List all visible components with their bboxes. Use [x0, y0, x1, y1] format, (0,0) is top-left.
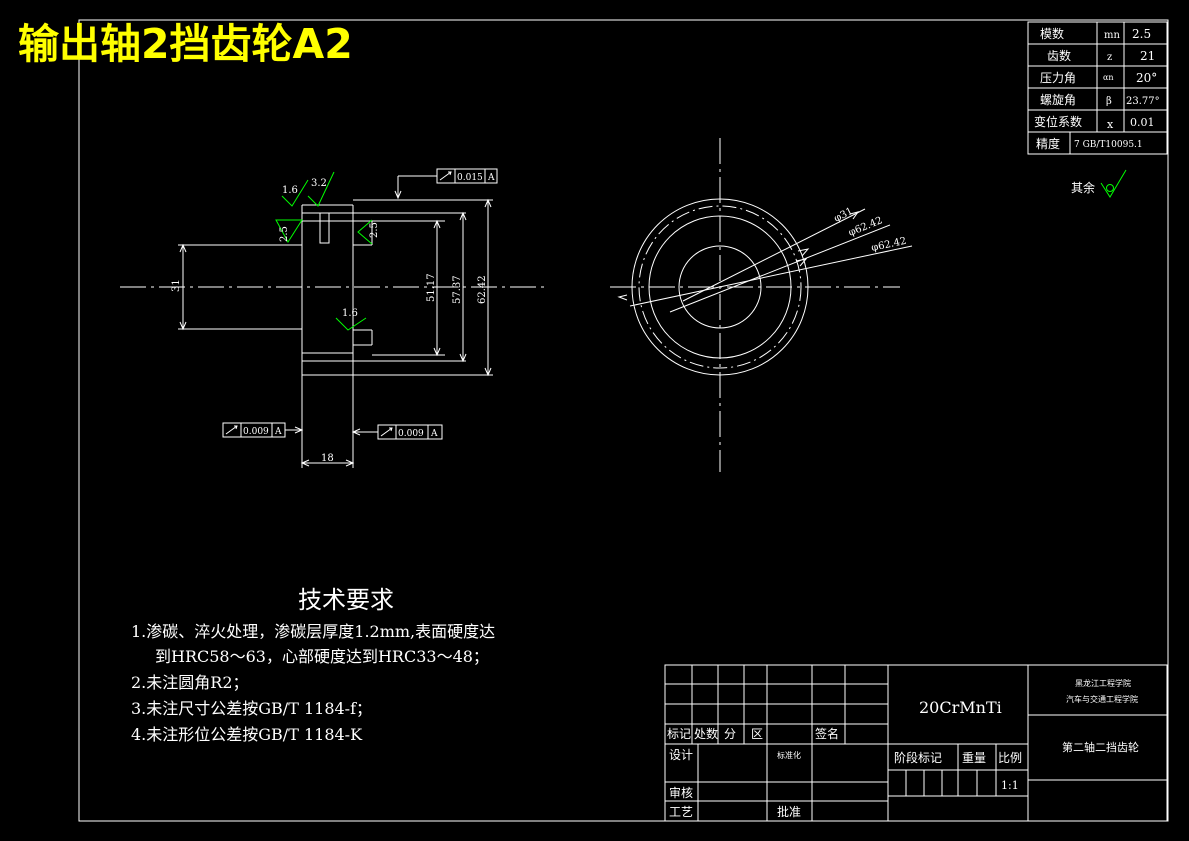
front-dim-bore: φ31	[832, 206, 855, 225]
roughness-value: 3.2	[311, 178, 327, 189]
standard-label: 标准化	[777, 750, 801, 760]
param-value-accuracy: 7 GB/T10095.1	[1074, 140, 1143, 150]
roughness-check-icon	[1100, 169, 1127, 198]
runout-icon	[225, 425, 238, 435]
title-block-text: 20CrMnTi 黑龙江工程学院 汽车与交通工程学院 第二轴二挡齿轮 标记 处数…	[667, 678, 1139, 819]
process-label: 工艺	[669, 805, 693, 819]
param-label-pressure-angle: 压力角	[1040, 71, 1076, 85]
param-symbol-module: mn	[1104, 30, 1120, 41]
gear-parameter-table	[1027, 21, 1168, 155]
roughness-value: 1.6	[342, 308, 358, 319]
rev-header-zone: 区	[751, 727, 763, 741]
tolerance-datum-top: A	[487, 173, 495, 183]
tolerance-value-top: 0.015	[457, 173, 483, 183]
tolerance-value-left: 0.009	[243, 427, 269, 437]
department-name: 汽车与交通工程学院	[1066, 694, 1138, 704]
front-view	[610, 138, 913, 472]
tolerance-value-right: 0.009	[398, 429, 424, 439]
param-label-helix-angle: 螺旋角	[1040, 93, 1076, 107]
param-symbol-helix-angle: β	[1106, 96, 1112, 107]
rest-roughness-label: 其余	[1071, 180, 1095, 195]
drawing-border	[78, 19, 1169, 822]
param-symbol-shift-coefficient: x	[1107, 118, 1114, 131]
param-value-pressure-angle: 20°	[1136, 71, 1157, 85]
tolerance-frame-left: 0.009 A	[222, 422, 286, 438]
tech-requirements: 1.渗碳、淬火处理，渗碳层厚度1.2mm,表面硬度达 到HRC58～63，心部硬…	[131, 622, 495, 744]
ratio-value: 1:1	[1001, 779, 1019, 792]
gear-parameter-text: 模数 mn 2.5 齿数 z 21 压力角 αn 20° 螺旋角 β 23.77…	[1034, 26, 1160, 151]
dim-bore: 31	[171, 279, 182, 292]
roughness-value: 2.5	[279, 226, 290, 242]
approve-label: 批准	[777, 804, 801, 819]
rev-header-mark: 标记	[667, 727, 691, 741]
roughness-circle-icon	[1106, 184, 1114, 192]
roughness-icon	[307, 171, 335, 207]
ratio-label: 比例	[998, 751, 1022, 765]
rev-header-signature: 签名	[815, 726, 839, 741]
param-label-accuracy: 精度	[1036, 136, 1060, 151]
rev-header-count: 处数	[694, 726, 718, 741]
title-block-grid	[664, 664, 1168, 822]
param-value-teeth: 21	[1140, 49, 1155, 63]
param-symbol-teeth: z	[1107, 52, 1112, 63]
tolerance-frame-top: 0.015 A	[436, 168, 498, 184]
tech-line: 4.未注形位公差按GB/T 1184-K	[131, 725, 363, 744]
rev-header-part: 分	[724, 727, 736, 741]
review-label: 审核	[669, 785, 693, 800]
roughness-icon	[335, 317, 367, 331]
roughness-icon	[357, 219, 373, 245]
param-label-teeth: 齿数	[1047, 48, 1071, 63]
param-value-shift-coefficient: 0.01	[1130, 116, 1155, 129]
tech-line: 1.渗碳、淬火处理，渗碳层厚度1.2mm,表面硬度达	[131, 622, 495, 641]
design-label: 设计	[669, 748, 693, 762]
param-label-module: 模数	[1040, 26, 1064, 41]
material: 20CrMnTi	[919, 698, 1002, 717]
dim-d1: 51.17	[426, 273, 437, 302]
param-value-module: 2.5	[1132, 27, 1151, 41]
param-value-helix-angle: 23.77°	[1126, 96, 1160, 107]
tech-line: 到HRC58～63，心部硬度达到HRC33～48；	[155, 647, 489, 666]
param-label-shift-coefficient: 变位系数	[1034, 114, 1082, 129]
school-name: 黑龙江工程学院	[1075, 678, 1131, 688]
roughness-icon	[281, 179, 309, 207]
dim-d2: 57.37	[452, 275, 463, 304]
drawing-name: 第二轴二挡齿轮	[1062, 740, 1139, 754]
roughness-value: 2.5	[369, 222, 380, 238]
runout-icon	[380, 427, 393, 437]
tech-heading: 技术要求	[298, 586, 394, 614]
drawing-title: 输出轴2挡齿轮A2	[18, 20, 353, 68]
weight-label: 重量	[962, 751, 986, 765]
tech-line: 2.未注圆角R2；	[131, 673, 249, 692]
tech-line: 3.未注尺寸公差按GB/T 1184-f；	[131, 699, 372, 718]
tolerance-datum-right: A	[430, 429, 438, 439]
param-symbol-pressure-angle: αn	[1103, 73, 1114, 82]
roughness-marks	[275, 171, 373, 331]
tolerance-datum-left: A	[274, 427, 282, 437]
front-dim-tip: φ62.42	[847, 215, 884, 239]
stage-mark-label: 阶段标记	[894, 750, 942, 765]
roughness-icon	[275, 219, 303, 243]
roughness-value: 1.6	[282, 185, 298, 196]
side-view	[120, 175, 548, 468]
runout-icon	[439, 171, 452, 181]
dim-width: 18	[321, 453, 334, 464]
tolerance-frame-right: 0.009 A	[377, 424, 443, 440]
dim-d3: 62.42	[477, 275, 488, 304]
